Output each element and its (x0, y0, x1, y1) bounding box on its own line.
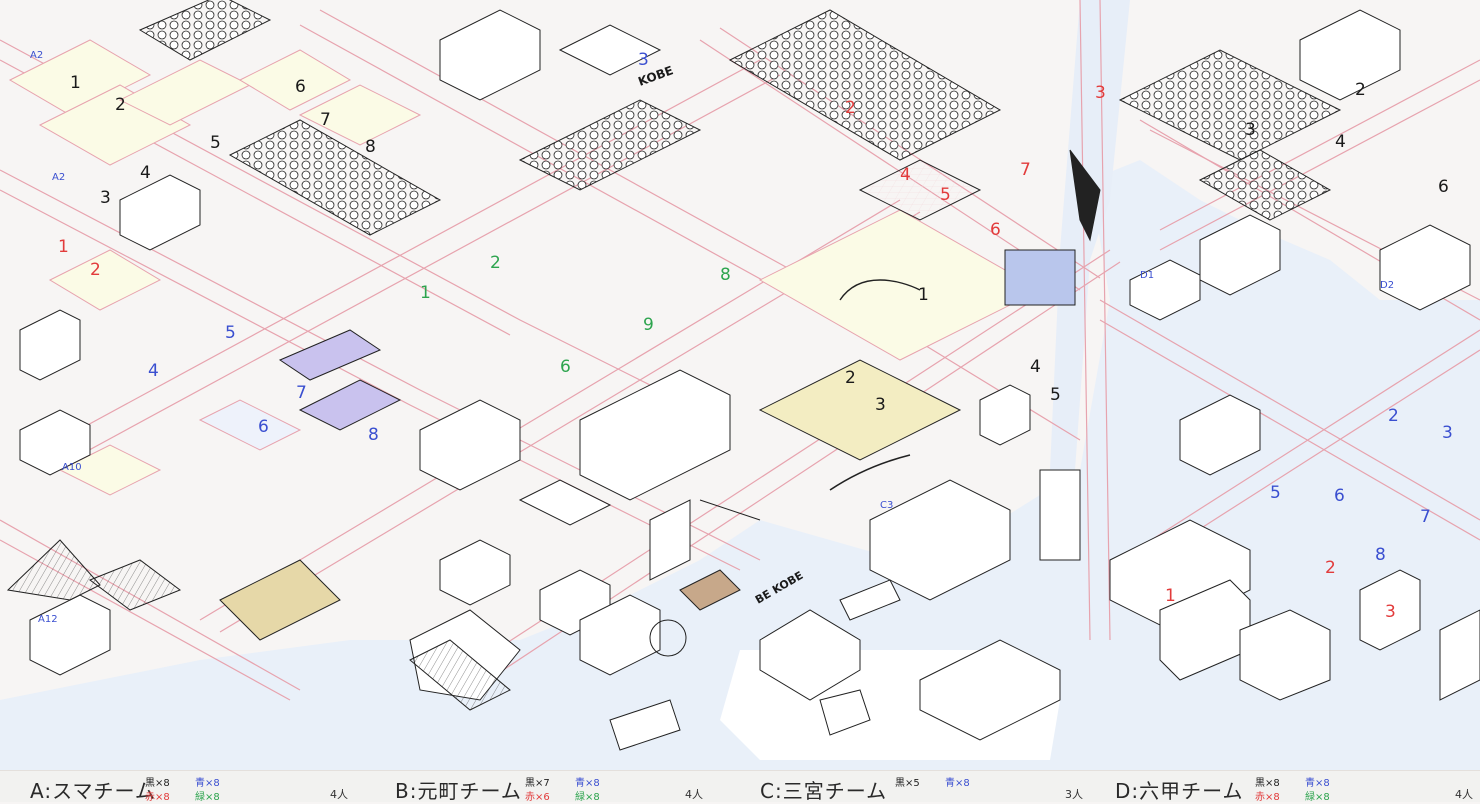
city-blocks (6, 0, 1480, 751)
member-count: 3人 (1065, 788, 1083, 801)
blue-count: 青×8 (575, 778, 600, 789)
black-count: 黒×8 (1255, 778, 1280, 789)
red-count: 赤×6 (525, 792, 550, 803)
plot-number: 5 (1270, 483, 1281, 503)
district-label: A2 (52, 172, 65, 183)
plot-number: 3 (1095, 83, 1106, 103)
plot-number: 3 (875, 395, 886, 415)
plot-number: 3 (100, 188, 111, 208)
team-legend-footer: A:スマチーム 黒×8 赤×8 青×8 緑×8 4人 B:元町チーム 黒×7 赤… (0, 770, 1480, 803)
district-label: C3 (880, 500, 893, 511)
plot-number: 5 (225, 323, 236, 343)
plot-number: 2 (490, 253, 501, 273)
plot-number: 4 (1030, 357, 1041, 377)
plot-number: 4 (1335, 132, 1346, 152)
plot-number: 7 (320, 110, 331, 130)
plot-number: 2 (115, 95, 126, 115)
plot-number: 8 (1375, 545, 1386, 565)
team-name: B:元町チーム (395, 779, 522, 803)
team-b: B:元町チーム 黒×7 赤×6 青×8 緑×8 4人 (395, 771, 725, 803)
district-label: A10 (62, 462, 82, 473)
member-count: 4人 (1455, 788, 1473, 801)
district-label: A12 (38, 614, 58, 625)
team-d: D:六甲チーム 黒×8 赤×8 青×8 緑×8 4人 (1115, 771, 1475, 803)
plot-number: 2 (845, 98, 856, 118)
plot-number: 6 (990, 220, 1001, 240)
plot-number: 6 (560, 357, 571, 377)
green-count: 緑×8 (1305, 792, 1330, 803)
plot-number: 5 (1050, 385, 1061, 405)
green-count: 緑×8 (575, 792, 600, 803)
team-c: C:三宮チーム 黒×5 青×8 3人 (760, 771, 1090, 803)
plot-number: 2 (1355, 80, 1366, 100)
plot-number: 6 (258, 417, 269, 437)
plot-number: 2 (1388, 406, 1399, 426)
black-count: 黒×5 (895, 778, 920, 789)
plot-number: 6 (1438, 177, 1449, 197)
team-name: C:三宮チーム (760, 779, 888, 803)
plot-number: 1 (918, 285, 929, 305)
black-count: 黒×7 (525, 778, 550, 789)
district-label: D1 (1140, 270, 1154, 281)
plot-number: 6 (1334, 486, 1345, 506)
plot-number: 8 (365, 137, 376, 157)
plot-number: 2 (845, 368, 856, 388)
plot-number: 5 (210, 133, 221, 153)
plot-number: 1 (420, 283, 431, 303)
plot-number: 7 (1420, 507, 1431, 527)
plot-number: 4 (900, 165, 911, 185)
district-label: D2 (1380, 280, 1394, 291)
plot-number: 7 (1020, 160, 1031, 180)
plot-number: 1 (70, 73, 81, 93)
plot-number: 9 (643, 315, 654, 335)
district-label: A2 (30, 50, 43, 61)
plot-number: 7 (296, 383, 307, 403)
blue-count: 青×8 (945, 778, 970, 789)
plot-number: 3 (1442, 423, 1453, 443)
plot-number: 6 (295, 77, 306, 97)
plot-number: 3 (1385, 602, 1396, 622)
team-a: A:スマチーム 黒×8 赤×8 青×8 緑×8 4人 (30, 771, 360, 803)
plot-number: 4 (148, 361, 159, 381)
plot-number: 5 (940, 185, 951, 205)
plot-number: 4 (140, 163, 151, 183)
plot-number: 2 (1325, 558, 1336, 578)
plot-number: 8 (720, 265, 731, 285)
plot-number: 2 (90, 260, 101, 280)
plot-number: 1 (58, 237, 69, 257)
red-count: 赤×8 (145, 792, 170, 803)
green-count: 緑×8 (195, 792, 220, 803)
black-count: 黒×8 (145, 778, 170, 789)
team-name: A:スマチーム (30, 779, 156, 803)
blue-count: 青×8 (195, 778, 220, 789)
team-name: D:六甲チーム (1115, 779, 1244, 803)
red-count: 赤×8 (1255, 792, 1280, 803)
blue-count: 青×8 (1305, 778, 1330, 789)
member-count: 4人 (685, 788, 703, 801)
plot-number: 1 (1165, 586, 1176, 606)
member-count: 4人 (330, 788, 348, 801)
plot-number: 8 (368, 425, 379, 445)
plot-number: 3 (638, 50, 649, 70)
plot-number: 3 (1245, 120, 1256, 140)
